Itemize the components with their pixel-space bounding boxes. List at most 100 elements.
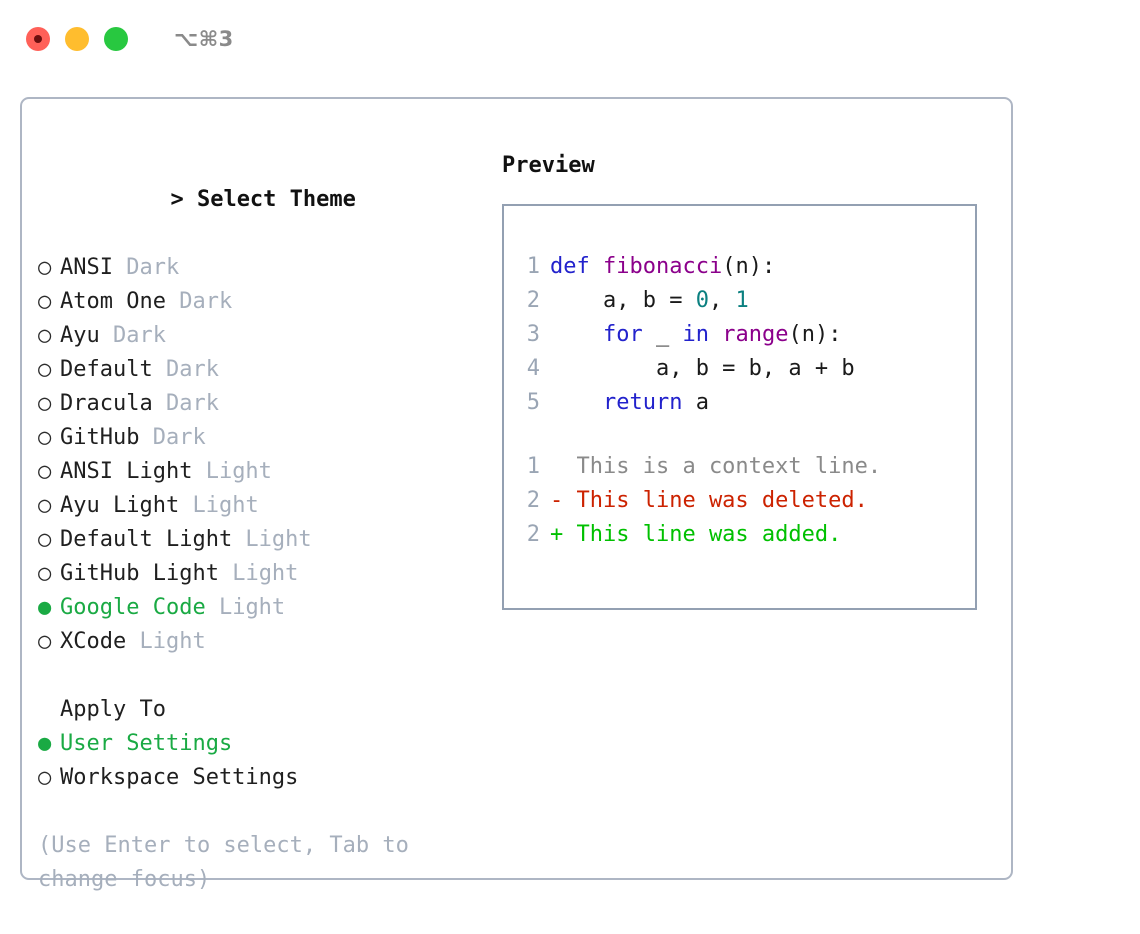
- line-number: 3: [526, 322, 540, 347]
- theme-option-atom-one[interactable]: ○ Atom One Dark: [38, 285, 478, 319]
- theme-option-ansi[interactable]: ○ANSI Dark: [38, 251, 478, 285]
- theme-variant-tag: Light: [218, 561, 299, 586]
- line-number: 4: [526, 356, 540, 381]
- theme-option-label: XCode: [60, 629, 127, 654]
- theme-option-xcode[interactable]: ○ XCode Light: [38, 625, 478, 659]
- theme-option-label: Ayu Light: [60, 493, 180, 518]
- theme-variant-tag: Dark: [152, 391, 219, 416]
- theme-variant-tag: Dark: [152, 357, 219, 382]
- theme-variant-tag: Dark: [139, 425, 206, 450]
- theme-option-ayu-light[interactable]: ○ Ayu Light Light: [38, 489, 478, 523]
- line-number: 5: [526, 390, 540, 415]
- theme-option-label: Atom One: [60, 289, 166, 314]
- code-token-plain: a, b =: [550, 288, 696, 313]
- radio-unselected-icon: ○: [38, 527, 52, 552]
- recording-indicator-icon: [34, 35, 42, 43]
- theme-option-label: Default: [60, 357, 153, 382]
- theme-option-label: Ayu: [60, 323, 100, 348]
- theme-variant-tag: Light: [232, 527, 312, 552]
- radio-unselected-icon: ○: [38, 255, 52, 280]
- theme-option-label: Default Light: [60, 527, 233, 552]
- radio-unselected-icon: ○: [38, 459, 52, 484]
- theme-option-github[interactable]: ○GitHub Dark: [38, 421, 478, 455]
- radio-unselected-icon: ○: [38, 323, 52, 348]
- code-token-kw: return: [602, 390, 683, 415]
- radio-unselected-icon: ○: [38, 561, 52, 586]
- apply-to-option-list: ●User Settings○Workspace Settings: [38, 727, 478, 795]
- close-button[interactable]: [26, 27, 50, 51]
- line-number: 2: [526, 288, 540, 313]
- code-token-num: 1: [735, 288, 749, 313]
- theme-option-list: ○ ANSI Dark ○ Atom One Dark ○ Ayu Dark ○ Defaul…: [38, 251, 478, 659]
- theme-option-label: GitHub Light: [60, 561, 219, 586]
- code-token-plain: [550, 322, 603, 347]
- apply-to-option-label: User Settings: [60, 731, 233, 756]
- maximize-button[interactable]: [104, 27, 128, 51]
- code-diff-spacer: [504, 420, 975, 450]
- radio-unselected-icon: ○: [38, 493, 52, 518]
- radio-unselected-icon: ○: [38, 289, 52, 314]
- radio-selected-icon: ●: [38, 595, 52, 620]
- preview-heading: Preview: [502, 153, 595, 178]
- theme-selector-column: > Select Theme ○ANSI Dark○Atom One Dark○…: [38, 149, 478, 897]
- keyboard-shortcut-label: ⌥⌘3: [174, 27, 234, 51]
- apply-to-option-label: Workspace Settings: [60, 765, 299, 790]
- code-line: 2 a, b = 0, 1: [504, 284, 975, 318]
- radio-unselected-icon: ○: [38, 629, 52, 654]
- diff-sample: 1 This is a context line.2- This line wa…: [504, 450, 975, 552]
- code-token-plain: [590, 254, 603, 279]
- code-token-kw: in: [682, 322, 709, 347]
- code-token-num: 0: [695, 288, 709, 313]
- theme-option-default-light[interactable]: ○ Default Light Light: [38, 523, 478, 557]
- code-token-plain: a: [682, 390, 709, 415]
- theme-variant-tag: Light: [179, 493, 259, 518]
- code-line: 4 a, b = b, a + b: [504, 352, 975, 386]
- theme-variant-tag: Light: [126, 629, 206, 654]
- theme-variant-tag: Dark: [99, 323, 166, 348]
- panel-columns: > Select Theme ○ANSI Dark○Atom One Dark○…: [22, 99, 1011, 892]
- theme-option-ayu[interactable]: ○ Ayu Dark: [38, 319, 478, 353]
- theme-list-header: > Select Theme: [38, 149, 478, 251]
- window-controls: [26, 27, 128, 51]
- code-token-plain: _: [642, 322, 683, 347]
- code-line-content: return a: [550, 386, 709, 420]
- code-token-plain: [709, 322, 722, 347]
- theme-option-ansi-light[interactable]: ○ ANSI Light Light: [38, 455, 478, 489]
- theme-option-dracula[interactable]: ○Dracula Dark: [38, 387, 478, 421]
- diff-line-content: This is a context line.: [550, 454, 882, 479]
- theme-option-default[interactable]: ○ Default Dark: [38, 353, 478, 387]
- code-token-plain: [550, 390, 603, 415]
- theme-option-label: ANSI: [60, 255, 113, 280]
- theme-option-label: Google Code: [60, 595, 206, 620]
- code-token-fn: range: [722, 322, 789, 347]
- main-panel: > Select Theme ○ANSI Dark○Atom One Dark○…: [20, 97, 1013, 892]
- minimize-button[interactable]: [65, 27, 89, 51]
- apply-to-section: Apply To ●User Settings○Workspace Settin…: [38, 693, 478, 795]
- apply-to-option-user-settings[interactable]: ●User Settings: [38, 727, 478, 761]
- radio-unselected-icon: ○: [38, 391, 52, 416]
- theme-option-label: ANSI Light: [60, 459, 193, 484]
- theme-option-google-code[interactable]: ● Google Code Light: [38, 591, 478, 625]
- theme-variant-tag: Light: [205, 595, 286, 620]
- theme-variant-tag: Dark: [165, 289, 233, 314]
- code-token-kw: for: [602, 322, 643, 347]
- line-number: 2: [526, 488, 540, 513]
- code-token-fn: fibonacci: [603, 254, 723, 279]
- apply-to-option-workspace-settings[interactable]: ○Workspace Settings: [38, 761, 478, 795]
- theme-variant-tag: Light: [192, 459, 272, 484]
- theme-option-github-light[interactable]: ○ GitHub Light Light: [38, 557, 478, 591]
- line-number: 1: [526, 454, 540, 479]
- code-token-plain: (n):: [722, 254, 776, 279]
- code-line-content: a, b = b, a + b: [550, 352, 855, 386]
- code-line-content: def fibonacci(n):: [550, 250, 775, 284]
- diff-line-context: 1 This is a context line.: [504, 450, 975, 484]
- radio-unselected-icon: ○: [38, 357, 52, 382]
- diff-line-content: + This line was added.: [550, 522, 842, 547]
- code-line-content: a, b = 0, 1: [550, 284, 749, 318]
- code-line-content: for _ in range(n):: [550, 318, 841, 352]
